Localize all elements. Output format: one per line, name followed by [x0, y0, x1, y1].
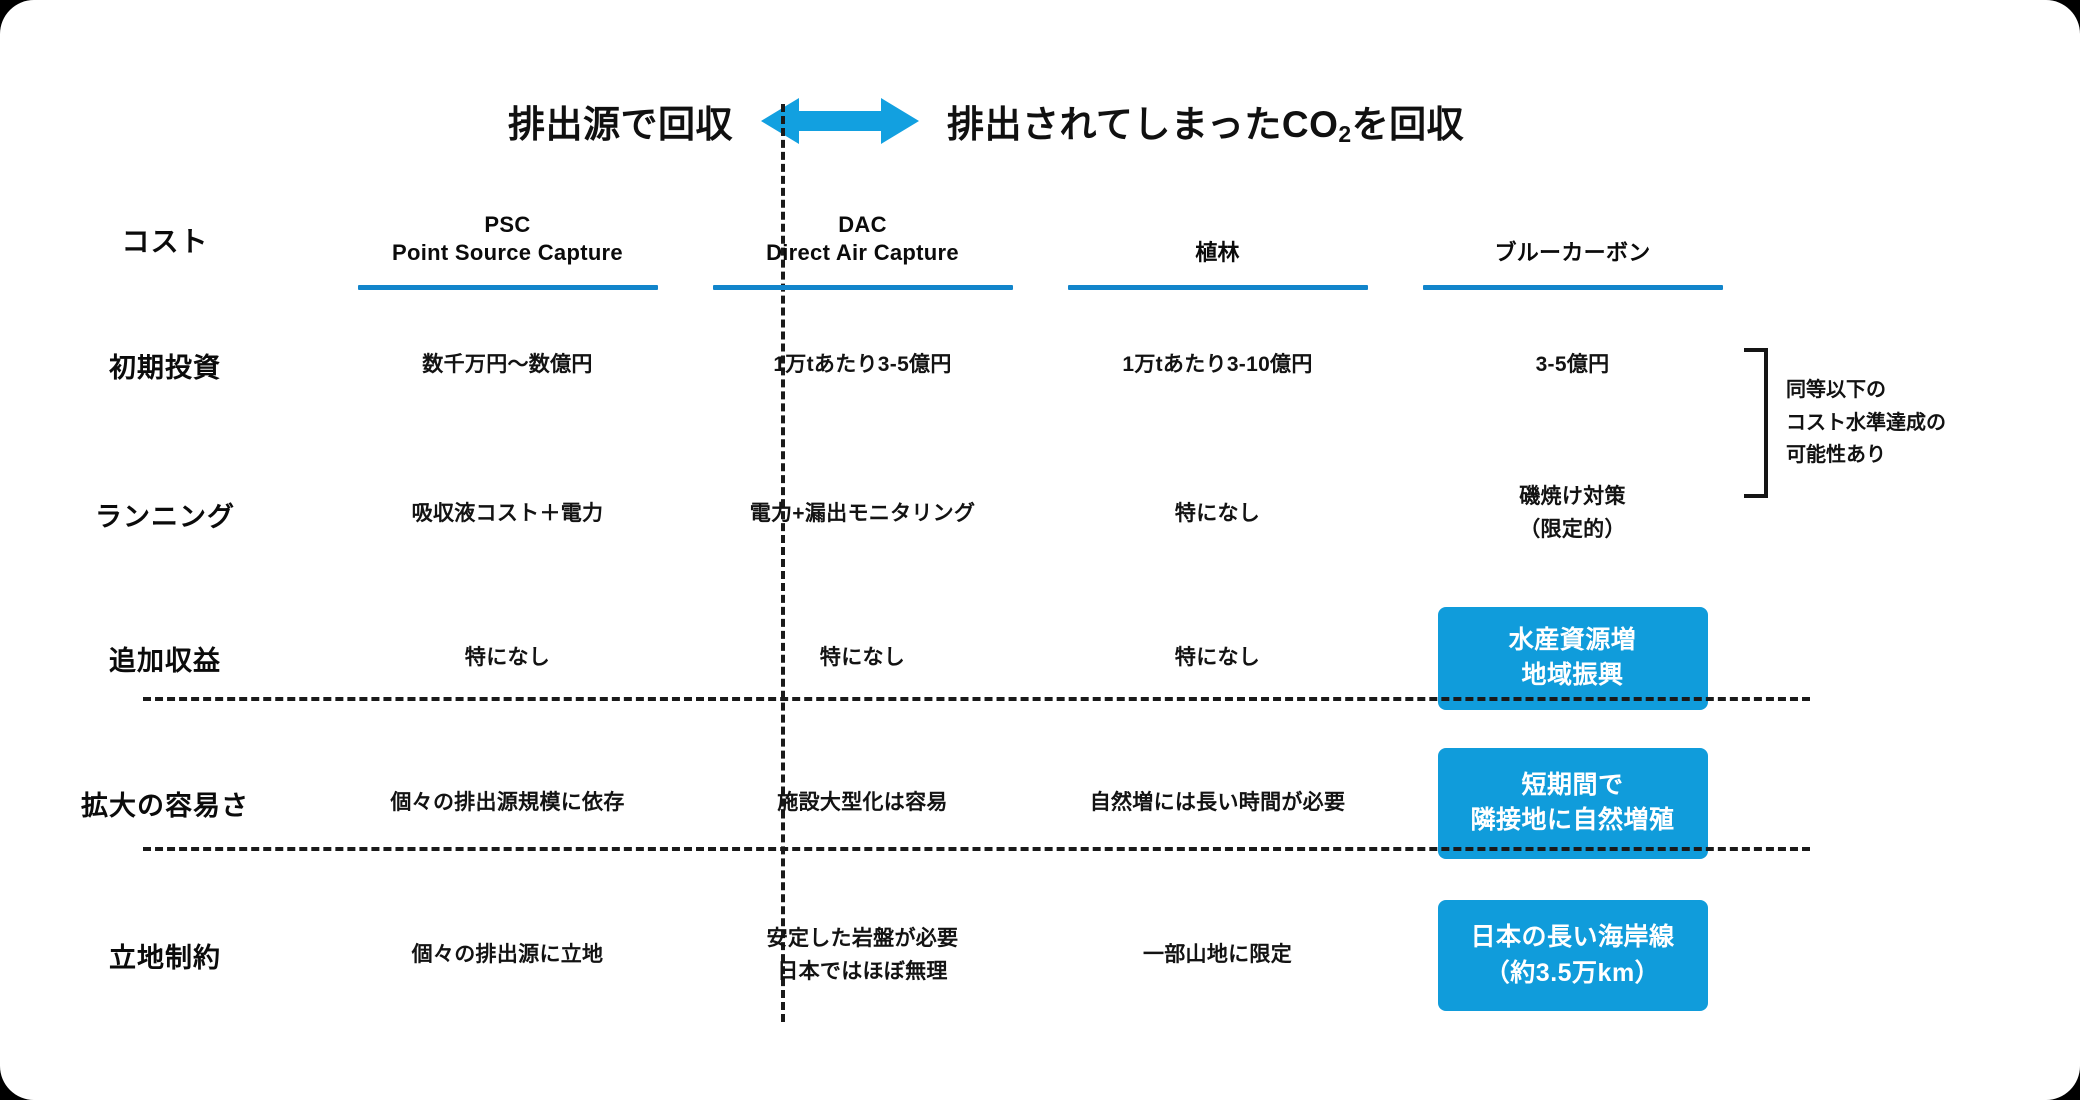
- column-header-afforestation-full: 植林: [1195, 239, 1240, 265]
- column-header-rule: [1422, 285, 1723, 290]
- cell-line-1: 磯焼け対策: [1519, 485, 1626, 509]
- cell-siting-constraints-psc: 個々の排出源に立地: [411, 943, 604, 967]
- chip-line-1: 短期間で: [1521, 770, 1624, 799]
- horizontal-dashed-separator: [143, 697, 1810, 701]
- cost-annotation: 同等以下の コスト水準達成の 可能性あり: [1744, 348, 1946, 498]
- cell-scalability-blue-carbon: 短期間で 隣接地に自然増殖: [1395, 728, 1750, 878]
- annotation-line-1: 同等以下の: [1786, 379, 1886, 402]
- cell-initial-investment-dac: 1万tあたり3-5億円: [773, 352, 952, 376]
- cell-running-cost-dac: 電力+漏出モニタリング: [749, 501, 976, 525]
- column-header-psc-full: Point Source Capture: [392, 239, 623, 265]
- cell-scalability-psc: 個々の排出源規模に依存: [390, 790, 625, 814]
- column-header-rule: [712, 285, 1013, 290]
- chip-line-1: 水産資源増: [1508, 625, 1637, 654]
- column-header-afforestation: 植林: [1040, 190, 1395, 290]
- cell-line-2: 日本ではほぼ無理: [777, 959, 948, 983]
- cell-scalability-dac: 施設大型化は容易: [777, 790, 948, 814]
- cell-initial-investment-afforestation: 1万tあたり3-10億円: [1122, 352, 1313, 376]
- double-arrow-icon: [761, 94, 919, 148]
- cell-additional-revenue-afforestation: 特になし: [1174, 645, 1261, 669]
- chip-line-2: 地域振興: [1521, 661, 1624, 689]
- row-label-running-cost: ランニング: [95, 501, 235, 532]
- banner-left-label: 排出源で回収: [508, 104, 733, 145]
- table-row: 追加収益 特になし 特になし 特になし 水産資源増 地域振興: [0, 588, 2080, 728]
- chip-line-2: （約3.5万km）: [1484, 958, 1661, 987]
- cell-siting-constraints-afforestation: 一部山地に限定: [1142, 943, 1293, 967]
- banner-right-main: 排出されてしまったCO: [947, 104, 1339, 145]
- highlight-chip: 短期間で 隣接地に自然増殖: [1437, 747, 1708, 859]
- table-row: 立地制約 個々の排出源に立地 安定した岩盤が必要 日本ではほぼ無理 一部山地に限…: [0, 878, 2080, 1033]
- table-row: 拡大の容易さ 個々の排出源規模に依存 施設大型化は容易 自然増には長い時間が必要…: [0, 728, 2080, 878]
- cell-running-cost-blue-carbon: 磯焼け対策 （限定的）: [1395, 440, 1750, 588]
- cell-siting-constraints-dac: 安定した岩盤が必要 日本ではほぼ無理: [685, 878, 1040, 1033]
- chip-line-1: 日本の長い海岸線: [1470, 923, 1675, 951]
- cell-initial-investment-psc: 数千万円〜数億円: [422, 352, 593, 376]
- cell-running-cost-psc: 吸収液コスト＋電力: [411, 501, 604, 525]
- column-header-blue-carbon: ブルーカーボン: [1395, 190, 1750, 290]
- column-header-dac: DAC Direct Air Capture: [685, 190, 1040, 290]
- column-header-rule: [357, 285, 658, 290]
- row-right-gutter: [1750, 878, 2080, 1033]
- column-header-dac-abbr: DAC: [838, 212, 887, 237]
- banner-right-sub: 2: [1338, 121, 1352, 148]
- cell-additional-revenue-dac: 特になし: [819, 645, 906, 669]
- row-label-scalability: 拡大の容易さ: [81, 790, 249, 821]
- cell-running-cost-afforestation: 特になし: [1174, 501, 1261, 525]
- cell-line-1: 安定した岩盤が必要: [766, 926, 959, 950]
- horizontal-dashed-separator: [143, 847, 1810, 851]
- column-header-psc: PSC Point Source Capture: [330, 190, 685, 290]
- table-row: 初期投資 数千万円〜数億円 1万tあたり3-5億円 1万tあたり3-10億円 3…: [0, 290, 2080, 440]
- banner-right-label: 排出されてしまったCO2を回収: [919, 94, 1879, 148]
- column-header-rule: [1067, 285, 1368, 290]
- cell-additional-revenue-psc: 特になし: [464, 645, 551, 669]
- column-header-blue-carbon-full: ブルーカーボン: [1494, 239, 1651, 265]
- banner: 排出源で回収 排出されてしまったCO2を回収: [0, 88, 2080, 154]
- annotation-line-3: 可能性あり: [1786, 444, 1886, 467]
- cell-scalability-afforestation: 自然増には長い時間が必要: [1089, 790, 1346, 814]
- cell-initial-investment-blue-carbon: 3-5億円: [1535, 352, 1610, 376]
- comparison-table: コスト PSC Point Source Capture DAC Direct …: [0, 190, 2080, 1033]
- corner-label: コスト: [121, 226, 209, 257]
- table-row: ランニング 吸収液コスト＋電力 電力+漏出モニタリング 特になし 磯焼け対策 （…: [0, 440, 2080, 588]
- row-right-gutter: [1750, 728, 2080, 878]
- table-header-row: コスト PSC Point Source Capture DAC Direct …: [0, 190, 2080, 290]
- banner-right-tail: を回収: [1351, 104, 1465, 145]
- cell-line-2: （限定的）: [1519, 518, 1626, 541]
- column-header-psc-abbr: PSC: [484, 212, 531, 237]
- cost-annotation-text: 同等以下の コスト水準達成の 可能性あり: [1786, 374, 1946, 471]
- cell-additional-revenue-blue-carbon: 水産資源増 地域振興: [1395, 588, 1750, 728]
- highlight-chip: 日本の長い海岸線 （約3.5万km）: [1437, 900, 1708, 1011]
- header-right-gutter: [1750, 190, 2080, 290]
- vertical-dashed-divider: [781, 104, 785, 1022]
- highlight-chip: 水産資源増 地域振興: [1437, 606, 1708, 710]
- row-label-initial-investment: 初期投資: [109, 352, 221, 383]
- column-header-dac-full: Direct Air Capture: [766, 239, 959, 265]
- row-label-additional-revenue: 追加収益: [109, 645, 221, 676]
- row-label-siting-constraints: 立地制約: [109, 943, 221, 973]
- bracket-icon: [1744, 348, 1768, 498]
- row-right-gutter: [1750, 588, 2080, 728]
- cell-siting-constraints-blue-carbon: 日本の長い海岸線 （約3.5万km）: [1395, 878, 1750, 1033]
- chip-line-2: 隣接地に自然増殖: [1470, 806, 1675, 834]
- annotation-line-2: コスト水準達成の: [1786, 411, 1946, 434]
